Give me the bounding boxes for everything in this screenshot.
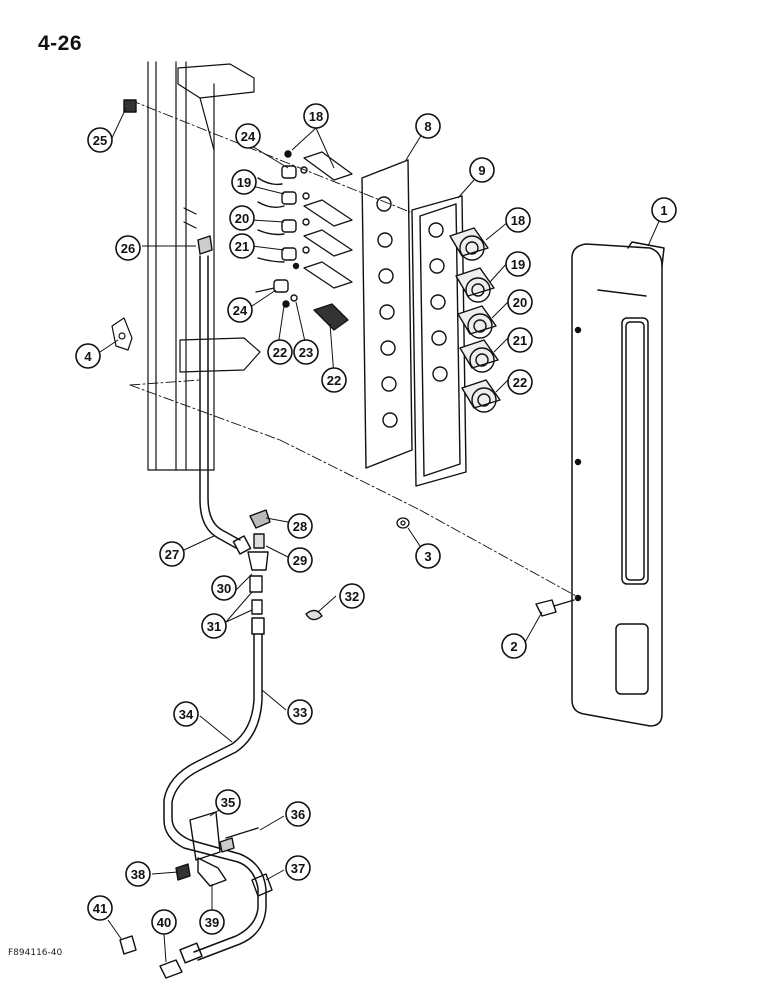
callout-19-left: 19 [231,169,257,195]
svg-text:23: 23 [299,345,313,360]
callout-20-left: 20 [229,205,255,231]
callout-35: 35 [215,789,241,815]
mounting-frame [111,61,577,597]
callout-3: 3 [415,543,441,569]
svg-text:33: 33 [293,705,307,720]
svg-text:37: 37 [291,861,305,876]
switch-harness-connectors [255,150,310,308]
switch-brackets [303,151,353,331]
svg-text:39: 39 [205,915,219,930]
callout-36: 36 [285,801,311,827]
callout-22-bracket: 22 [321,367,347,393]
callout-30: 30 [211,575,237,601]
callout-2: 2 [501,633,527,659]
hydraulic-fittings [123,99,323,621]
svg-text:20: 20 [513,295,527,310]
callout-37: 37 [285,855,311,881]
callout-21-left: 21 [229,233,255,259]
callout-41: 41 [87,895,113,921]
callout-24-upper: 24 [235,123,261,149]
svg-text:8: 8 [424,119,431,134]
hose-upper [199,255,252,555]
svg-text:25: 25 [93,133,107,148]
panel-gasket [411,195,467,487]
svg-text:20: 20 [235,211,249,226]
cover-screw [535,599,575,617]
svg-text:22: 22 [327,373,341,388]
callout-28: 28 [287,513,313,539]
callout-18-right: 18 [505,207,531,233]
callout-39: 39 [199,909,225,935]
switch-panel-plate [361,159,413,469]
callout-32: 32 [339,583,365,609]
svg-text:24: 24 [241,129,256,144]
svg-text:31: 31 [207,619,221,634]
callout-40: 40 [151,909,177,935]
rocker-switches [449,227,501,413]
svg-text:35: 35 [221,795,235,810]
svg-text:38: 38 [131,867,145,882]
svg-text:21: 21 [235,239,249,254]
page-number: 4-26 [38,32,83,55]
callout-9: 9 [469,157,495,183]
callout-33: 33 [287,699,313,725]
svg-text:3: 3 [424,549,431,564]
callout-19-right: 19 [505,251,531,277]
svg-text:28: 28 [293,519,307,534]
callout-20-right: 20 [507,289,533,315]
svg-text:36: 36 [291,807,305,822]
svg-text:18: 18 [511,213,525,228]
callout-22-lower-left: 22 [267,339,293,365]
callout-8: 8 [415,113,441,139]
svg-text:19: 19 [511,257,525,272]
callout-24-lower: 24 [227,297,253,323]
svg-text:19: 19 [237,175,251,190]
callout-22-right: 22 [507,369,533,395]
svg-text:21: 21 [513,333,527,348]
callout-4: 4 [75,343,101,369]
callout-31: 31 [201,613,227,639]
callout-38: 38 [125,861,151,887]
svg-text:9: 9 [478,163,485,178]
svg-text:29: 29 [293,553,307,568]
hose-clamp-assembly [119,811,273,979]
figure-code: F894116-40 [8,948,63,958]
svg-text:24: 24 [233,303,248,318]
hose-lower [163,617,267,964]
callout-21-right: 21 [507,327,533,353]
svg-text:2: 2 [510,639,517,654]
callout-18-upper: 18 [303,103,329,129]
svg-text:30: 30 [217,581,231,596]
svg-text:1: 1 [660,203,667,218]
svg-text:22: 22 [513,375,527,390]
svg-text:32: 32 [345,589,359,604]
callouts: 1 2 3 4 8 9 18 18 19 19 20 20 21 21 22 2… [75,103,677,935]
callout-25: 25 [87,127,113,153]
svg-text:4: 4 [84,349,92,364]
callout-1: 1 [651,197,677,223]
washer [396,517,410,529]
callout-27: 27 [159,541,185,567]
callout-29: 29 [287,547,313,573]
svg-text:27: 27 [165,547,179,562]
svg-text:34: 34 [179,707,194,722]
callout-23: 23 [293,339,319,365]
svg-text:41: 41 [93,901,107,916]
callout-26: 26 [115,235,141,261]
callout-34: 34 [173,701,199,727]
leader-lines [99,107,665,963]
svg-text:26: 26 [121,241,135,256]
svg-text:18: 18 [309,109,323,124]
svg-text:40: 40 [157,915,171,930]
svg-text:22: 22 [273,345,287,360]
console-cover [571,241,665,727]
